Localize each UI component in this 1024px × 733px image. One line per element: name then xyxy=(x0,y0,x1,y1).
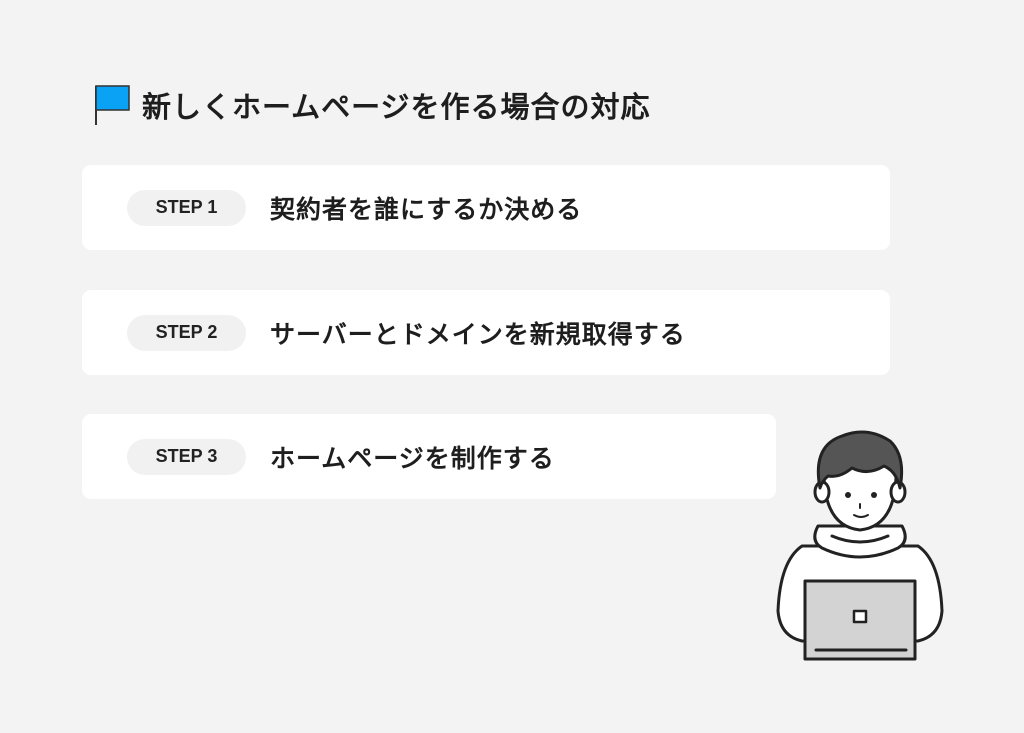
flag-icon xyxy=(94,85,130,125)
title-text: 新しくホームページを作る場合の対応 xyxy=(142,90,651,124)
step-text: ホームページを制作する xyxy=(270,443,555,473)
person-with-laptop-illustration xyxy=(772,426,948,666)
step-badge: STEP 2 xyxy=(127,314,246,351)
step-card-1: STEP 1 契約者を誰にするか決める xyxy=(82,165,890,250)
step-text: サーバーとドメインを新規取得する xyxy=(270,319,686,349)
step-card-3: STEP 3 ホームページを制作する xyxy=(82,414,776,499)
page-title: 新しくホームページを作る場合の対応 xyxy=(94,84,651,126)
step-badge: STEP 3 xyxy=(127,438,246,475)
step-card-2: STEP 2 サーバーとドメインを新規取得する xyxy=(82,290,890,375)
step-badge: STEP 1 xyxy=(127,189,246,226)
step-text: 契約者を誰にするか決める xyxy=(270,194,583,224)
